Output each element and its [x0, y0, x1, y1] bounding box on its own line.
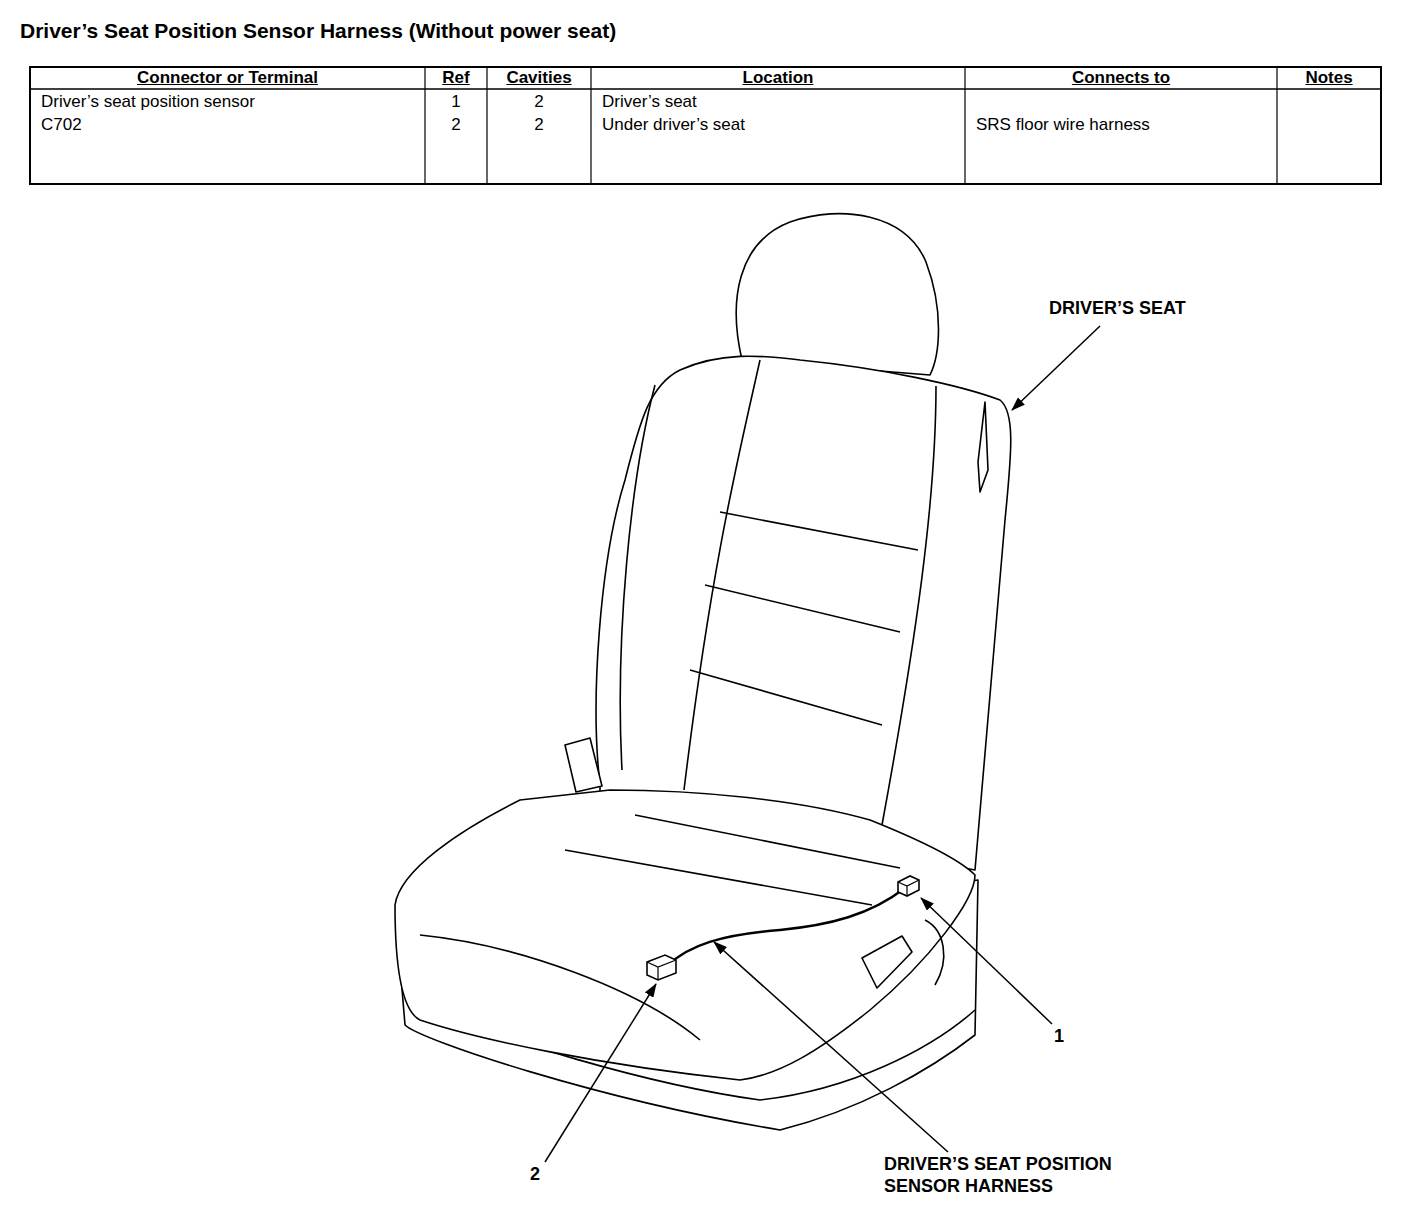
callout-number: 1 [1052, 1026, 1066, 1048]
table-cell: C702 [41, 115, 420, 135]
table-cell: SRS floor wire harness [976, 115, 1272, 135]
sensor-harness [647, 876, 919, 980]
table-cell: 2 [487, 92, 591, 112]
table-grid [30, 67, 1381, 184]
table-header: Location [591, 68, 965, 88]
table-cell: Driver’s seat [602, 92, 960, 112]
table-cell: 2 [487, 115, 591, 135]
callout-label: DRIVER’S SEAT POSITION SENSOR HARNESS [882, 1154, 1186, 1197]
callout-number: 2 [528, 1164, 542, 1186]
table-header: Notes [1277, 68, 1381, 88]
table-cell: 2 [425, 115, 487, 135]
page-title: Driver’s Seat Position Sensor Harness (W… [20, 18, 616, 43]
table-header: Connector or Terminal [30, 68, 425, 88]
table-header: Ref [425, 68, 487, 88]
table-header: Cavities [487, 68, 591, 88]
leader-lines [545, 326, 1100, 1162]
seat-drawing [395, 214, 1011, 1130]
table-cell: 1 [425, 92, 487, 112]
table-cell: Under driver’s seat [602, 115, 960, 135]
table-header: Connects to [965, 68, 1277, 88]
callout-label: DRIVER’S SEAT [1047, 298, 1188, 320]
table-cell: Driver’s seat position sensor [41, 92, 420, 112]
